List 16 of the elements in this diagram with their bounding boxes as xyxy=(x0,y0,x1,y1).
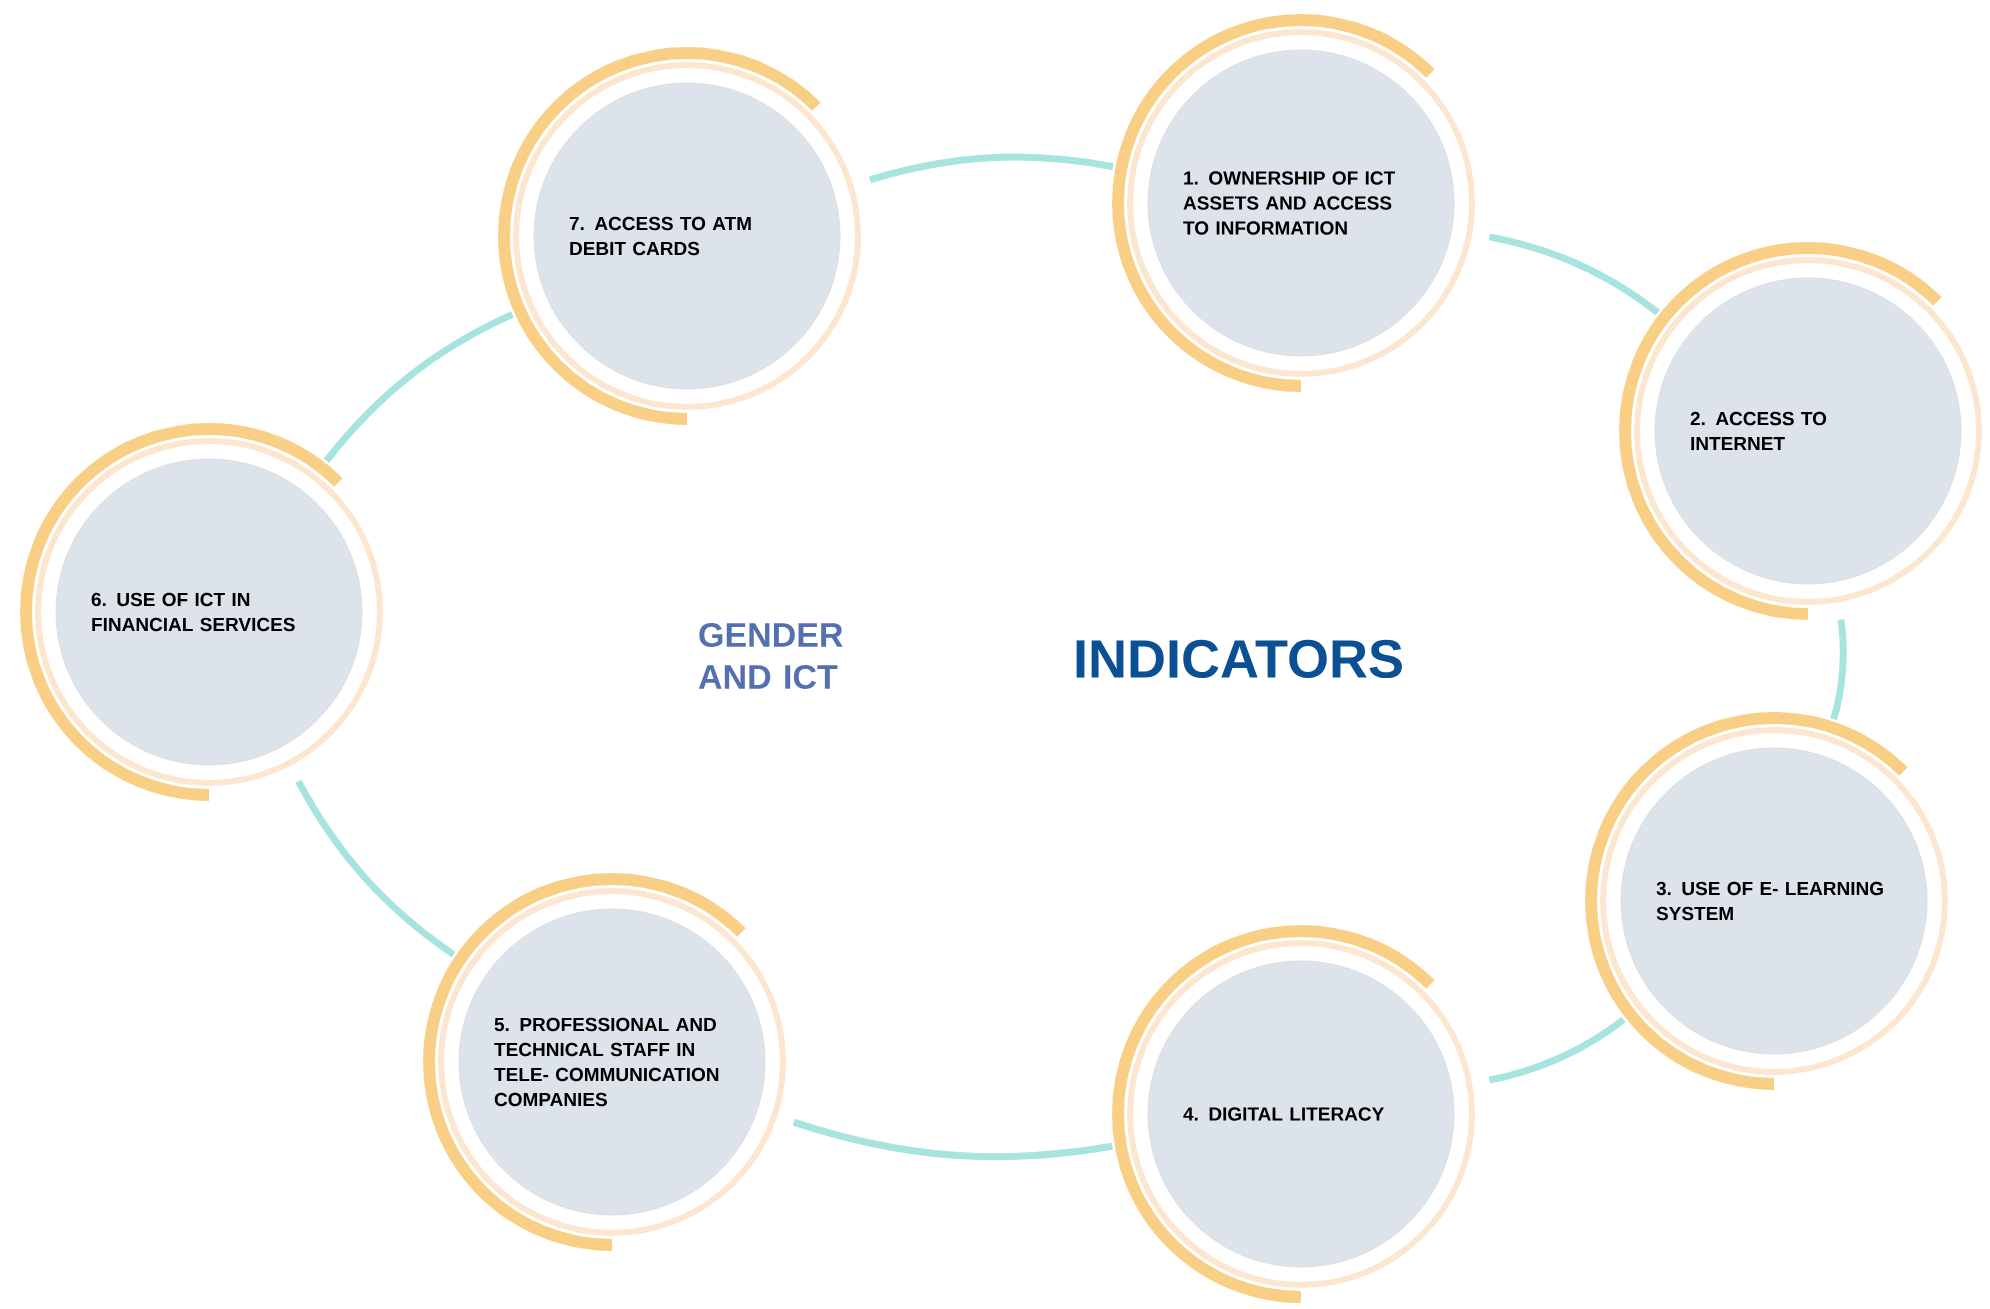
heading: GENDER AND ICT xyxy=(698,622,843,690)
circle-node: 2. ACCESS TO INTERNET xyxy=(1619,242,1982,620)
ring-connector xyxy=(295,779,456,958)
circle-node: 3. USE OF E- LEARNING SYSTEM xyxy=(1585,712,1948,1090)
circle-node: 4. DIGITAL LITERACY xyxy=(1112,925,1475,1303)
ring-connector xyxy=(1830,619,1847,721)
circle-node: 7. ACCESS TO ATM DEBIT CARDS xyxy=(498,47,861,425)
circle-node: 1. OWNERSHIP OF ICT ASSETS AND ACCESS TO INFORMATION xyxy=(1112,14,1475,392)
ring-connector xyxy=(1488,233,1660,316)
ring-connector xyxy=(792,1118,1113,1161)
ring-connector xyxy=(1488,1016,1626,1084)
circle-node: 6. USE OF ICT IN FINANCIAL SERVICES xyxy=(20,423,383,801)
ring-connector xyxy=(869,153,1114,184)
heading: INDICATORS xyxy=(1076,639,1402,679)
ring-connector xyxy=(323,311,514,463)
circle-node: 5. PROFESSIONAL AND TECHNICAL STAFF IN TELE- COMMUNICATION COMPANIES xyxy=(423,873,786,1251)
